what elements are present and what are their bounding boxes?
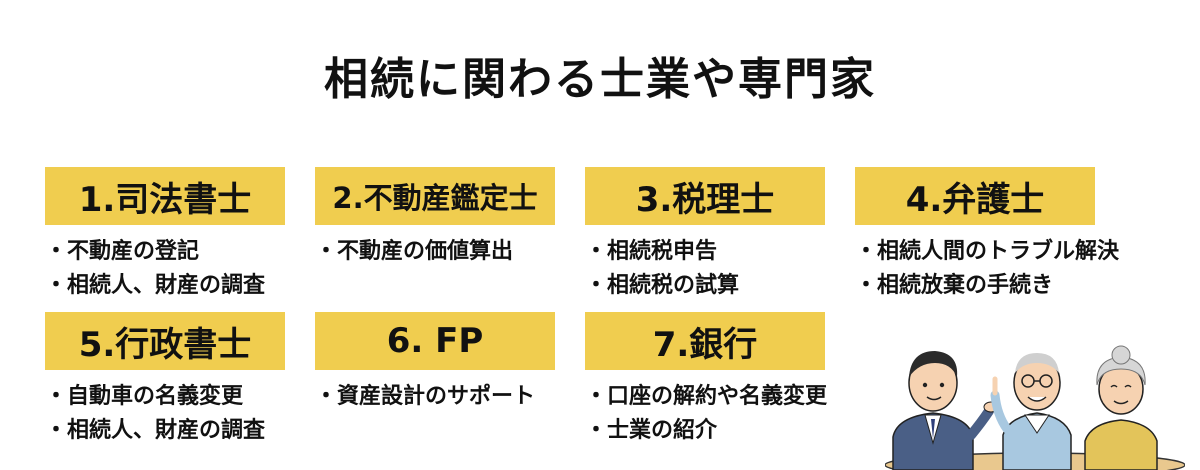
card-tax-accountant: 3.税理士 相続税申告 相続税の試算 (585, 167, 825, 303)
card-fp: 6. FP 資産設計のサポート (315, 312, 555, 414)
list-item: 相続税申告 (585, 235, 825, 269)
item-list: 不動産の価値算出 (315, 235, 555, 269)
page-title: 相続に関わる士業や専門家 (324, 54, 876, 105)
card-real-estate-appraiser: 2.不動産鑑定士 不動産の価値算出 (315, 167, 555, 269)
item-list: 相続税申告 相続税の試算 (585, 235, 825, 303)
item-list: 口座の解約や名義変更 士業の紹介 (585, 380, 827, 448)
card-lawyer: 4.弁護士 相続人間のトラブル解決 相続放棄の手続き (855, 167, 1119, 303)
list-item: 相続放棄の手続き (855, 269, 1095, 303)
card-judicial-scrivener: 1.司法書士 不動産の登記 相続人、財産の調査 (45, 167, 285, 303)
item-list: 不動産の登記 相続人、財産の調査 (45, 235, 285, 303)
list-item: 資産設計のサポート (315, 380, 555, 414)
list-item: 不動産の価値算出 (315, 235, 555, 269)
list-item: 相続人、財産の調査 (45, 414, 285, 448)
elderly-woman-figure (1084, 345, 1158, 470)
card-label: 4.弁護士 (855, 167, 1095, 225)
card-label: 7.銀行 (585, 312, 825, 370)
list-item: 不動産の登記 (45, 235, 285, 269)
list-item: 自動車の名義変更 (45, 380, 285, 414)
elderly-man-figure (990, 353, 1072, 470)
card-label: 2.不動産鑑定士 (315, 167, 555, 225)
consultation-illustration (885, 345, 1185, 470)
consultant-figure (892, 351, 999, 470)
item-list: 自動車の名義変更 相続人、財産の調査 (45, 380, 285, 448)
list-item: 相続税の試算 (585, 269, 825, 303)
list-item: 相続人、財産の調査 (45, 269, 285, 303)
list-item: 士業の紹介 (585, 414, 825, 448)
list-item: 相続人間のトラブル解決 (855, 235, 1119, 269)
item-list: 資産設計のサポート (315, 380, 555, 414)
card-label: 3.税理士 (585, 167, 825, 225)
card-label: 5.行政書士 (45, 312, 285, 370)
card-label: 6. FP (315, 312, 555, 370)
card-bank: 7.銀行 口座の解約や名義変更 士業の紹介 (585, 312, 827, 448)
card-label: 1.司法書士 (45, 167, 285, 225)
card-administrative-scrivener: 5.行政書士 自動車の名義変更 相続人、財産の調査 (45, 312, 285, 448)
list-item: 口座の解約や名義変更 (585, 380, 827, 414)
item-list: 相続人間のトラブル解決 相続放棄の手続き (855, 235, 1119, 303)
